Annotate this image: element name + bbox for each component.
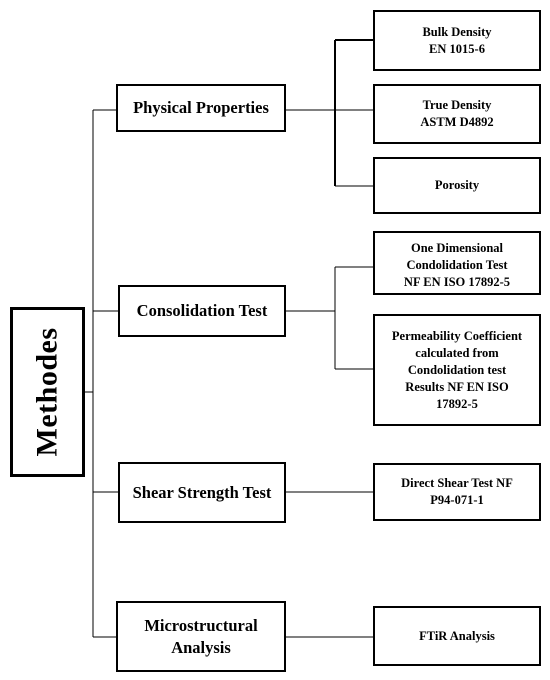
category-label: Physical Properties xyxy=(133,98,269,117)
method-direct-shear-test: Direct Shear Test NF P94-071-1 xyxy=(373,463,541,521)
method-label: Porosity xyxy=(434,178,480,192)
method-permeability-coefficient: Permeability Coefficient calculated from… xyxy=(373,314,541,426)
method-porosity: Porosity xyxy=(373,157,541,214)
category-microstructural-analysis: Microstructural Analysis xyxy=(116,601,286,672)
method-true-density: True Density ASTM D4892 xyxy=(373,84,541,144)
method-label: One Dimensional Condolidation Test NF EN… xyxy=(403,241,511,289)
category-consolidation-test: Consolidation Test xyxy=(118,285,286,337)
method-label: Permeability Coefficient calculated from… xyxy=(391,328,523,411)
method-ftir-analysis: FTiR Analysis xyxy=(373,606,541,666)
root-node-methodes: Methodes xyxy=(10,307,85,477)
category-label: Shear Strength Test xyxy=(132,482,272,502)
method-bulk-density: Bulk Density EN 1015-6 xyxy=(373,10,541,71)
root-node-label: Methodes xyxy=(30,327,64,457)
method-label: True Density ASTM D4892 xyxy=(420,98,494,129)
category-shear-strength-test: Shear Strength Test xyxy=(118,462,286,523)
category-label: Consolidation Test xyxy=(136,301,268,320)
method-one-dimensional-consolidation: One Dimensional Condolidation Test NF EN… xyxy=(373,231,541,295)
method-label: Direct Shear Test NF P94-071-1 xyxy=(401,476,513,507)
method-label: FTiR Analysis xyxy=(419,628,495,643)
category-label: Microstructural Analysis xyxy=(144,615,258,657)
category-physical-properties: Physical Properties xyxy=(116,84,286,132)
method-label: Bulk Density EN 1015-6 xyxy=(422,24,492,56)
